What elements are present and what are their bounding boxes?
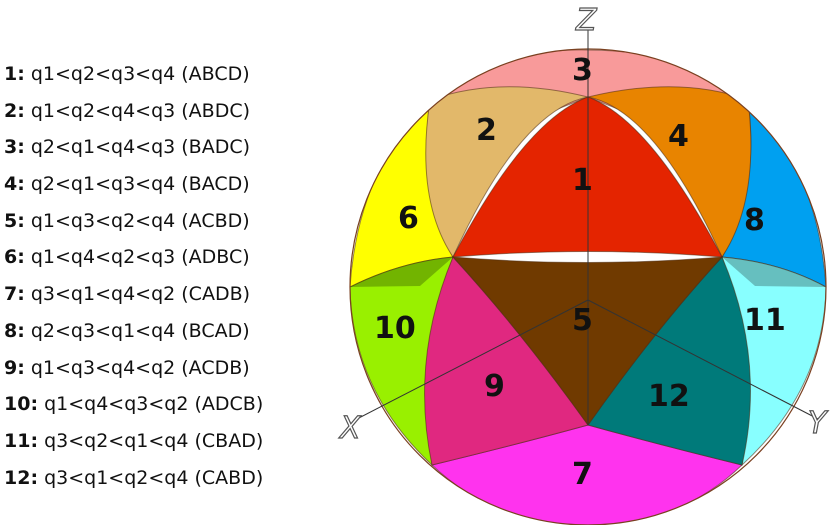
label-2: 2 [476, 113, 497, 148]
y-axis [587, 299, 821, 421]
label-7: 7 [572, 457, 593, 492]
label-9: 9 [484, 369, 505, 404]
legend-text: q3<q2<q1<q4 (CBAD) [38, 429, 264, 452]
legend-text: q1<q4<q2<q3 (ADBC) [24, 246, 250, 269]
legend-number: 5: [4, 209, 25, 232]
legend-text: q1<q3<q4<q2 (ACDB) [24, 356, 250, 379]
label-3: 3 [572, 53, 593, 88]
legend-item: 9: q1<q3<q4<q2 (ACDB) [4, 350, 263, 387]
legend-item: 5: q1<q3<q2<q4 (ACBD) [4, 203, 263, 240]
legend-text: q2<q1<q3<q4 (BACD) [24, 173, 250, 196]
label-10: 10 [374, 311, 416, 346]
legend-text: q2<q1<q4<q3 (BADC) [24, 136, 251, 159]
label-5: 5 [572, 303, 593, 338]
legend-number: 7: [4, 283, 25, 306]
legend-item: 2: q1<q2<q4<q3 (ABDC) [4, 93, 263, 130]
legend-item: 8: q2<q3<q1<q4 (BCAD) [4, 313, 263, 350]
legend-item: 11: q3<q2<q1<q4 (CBAD) [4, 423, 263, 460]
legend-text: q3<q1<q2<q4 (CABD) [38, 466, 264, 489]
shade-left [350, 257, 453, 287]
legend-item: 4: q2<q1<q3<q4 (BACD) [4, 166, 263, 203]
sphere-diagram: Z X Y 1 2 3 4 5 6 7 8 9 10 11 12 [337, 2, 830, 525]
region-4 [587, 86, 752, 259]
legend-item: 6: q1<q4<q2<q3 (ADBC) [4, 239, 263, 276]
region-2 [425, 86, 589, 259]
legend-text: q1<q3<q2<q4 (ACBD) [24, 209, 250, 232]
label-11: 11 [744, 303, 786, 338]
label-12: 12 [648, 379, 690, 414]
legend-number: 2: [4, 99, 25, 122]
label-6: 6 [398, 201, 419, 236]
y-axis-label: Y [808, 406, 829, 441]
legend-text: q1<q4<q3<q2 (ADCB) [38, 393, 264, 416]
legend-text: q2<q3<q1<q4 (BCAD) [24, 319, 250, 342]
label-8: 8 [744, 203, 765, 238]
legend-number: 6: [4, 246, 25, 269]
legend-item: 7: q3<q1<q4<q2 (CADB) [4, 276, 263, 313]
label-4: 4 [668, 119, 689, 154]
legend-number: 4: [4, 173, 25, 196]
legend-number: 11: [4, 429, 39, 452]
legend-item: 12: q3<q1<q2<q4 (CABD) [4, 460, 263, 497]
legend-number: 12: [4, 466, 39, 489]
legend-item: 10: q1<q4<q3<q2 (ADCB) [4, 386, 263, 423]
legend-number: 3: [4, 136, 25, 159]
shade-right [722, 257, 826, 287]
legend-text: q3<q1<q4<q2 (CADB) [24, 283, 251, 306]
z-axis-label: Z [575, 3, 598, 38]
x-axis [354, 299, 589, 421]
x-axis-label: X [338, 411, 362, 446]
legend-number: 10: [4, 393, 39, 416]
legend-text: q1<q2<q3<q4 (ABCD) [24, 63, 250, 85]
legend-item: 1: q1<q2<q3<q4 (ABCD) [4, 56, 263, 93]
label-1: 1 [572, 163, 593, 198]
legend-item: 3: q2<q1<q4<q3 (BADC) [4, 129, 263, 166]
legend-number: 1: [4, 63, 25, 85]
legend-number: 9: [4, 356, 25, 379]
legend-number: 8: [4, 319, 25, 342]
legend-text: q1<q2<q4<q3 (ABDC) [24, 99, 251, 122]
legend-list: 1: q1<q2<q3<q4 (ABCD)2: q1<q2<q4<q3 (ABD… [4, 56, 263, 496]
